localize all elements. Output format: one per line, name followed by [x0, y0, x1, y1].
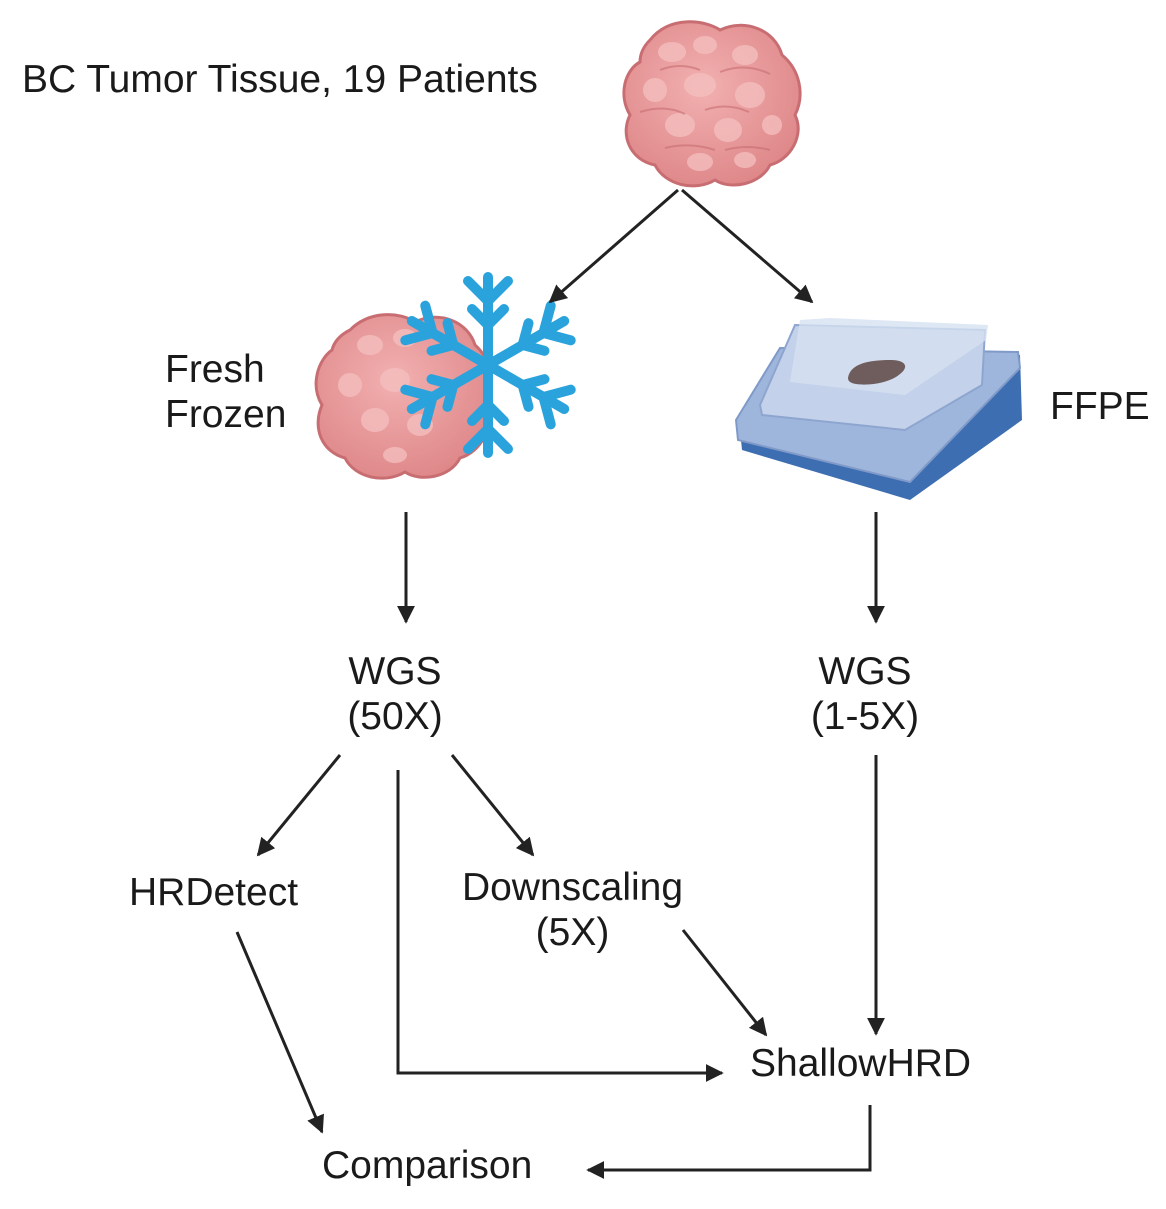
arrow-source-to-ffpe [681, 188, 814, 304]
label-wgs-fresh-frozen: WGS (50X) [300, 650, 490, 740]
arrow-wgs-to-downscaling [450, 754, 535, 857]
label-source: BC Tumor Tissue, 19 Patients [22, 58, 538, 101]
label-frozen: Frozen [165, 392, 287, 436]
ffpe-slide-icon [734, 318, 1022, 500]
label-fresh-frozen: Fresh Frozen [165, 348, 286, 438]
label-hrdetect: HRDetect [129, 871, 299, 914]
label-fresh: Fresh [165, 348, 265, 391]
arrow-wgs-to-hrdetect [256, 754, 342, 857]
tumor-tissue-icon [622, 20, 802, 188]
label-wgs-ffpe-depth: (1-5X) [810, 694, 920, 738]
label-shallowhrd: ShallowHRD [750, 1042, 972, 1085]
label-wgs-ff-title: WGS [348, 650, 442, 693]
label-comparison: Comparison [322, 1144, 533, 1187]
arrows [235, 188, 885, 1179]
frozen-tissue-icon [314, 313, 493, 480]
label-wgs-ffpe: WGS (1-5X) [770, 650, 960, 740]
arrow-hrdetect-to-comparison [235, 931, 324, 1134]
label-downscaling: Downscaling (5X) [440, 866, 705, 956]
label-downscaling-title: Downscaling [461, 866, 684, 909]
arrow-shallowhrd-to-comparison [586, 1105, 872, 1179]
snowflake-icon [402, 272, 574, 453]
label-wgs-ffpe-title: WGS [818, 650, 912, 693]
arrow-downscaling-to-shallowhrd [681, 929, 768, 1037]
arrow-source-to-fresh [548, 188, 679, 304]
label-downscaling-depth: (5X) [535, 910, 610, 954]
label-ffpe: FFPE [1050, 385, 1150, 428]
label-wgs-ff-depth: (50X) [347, 694, 443, 738]
arrow-wgs-to-shallowhrd [396, 770, 724, 1082]
